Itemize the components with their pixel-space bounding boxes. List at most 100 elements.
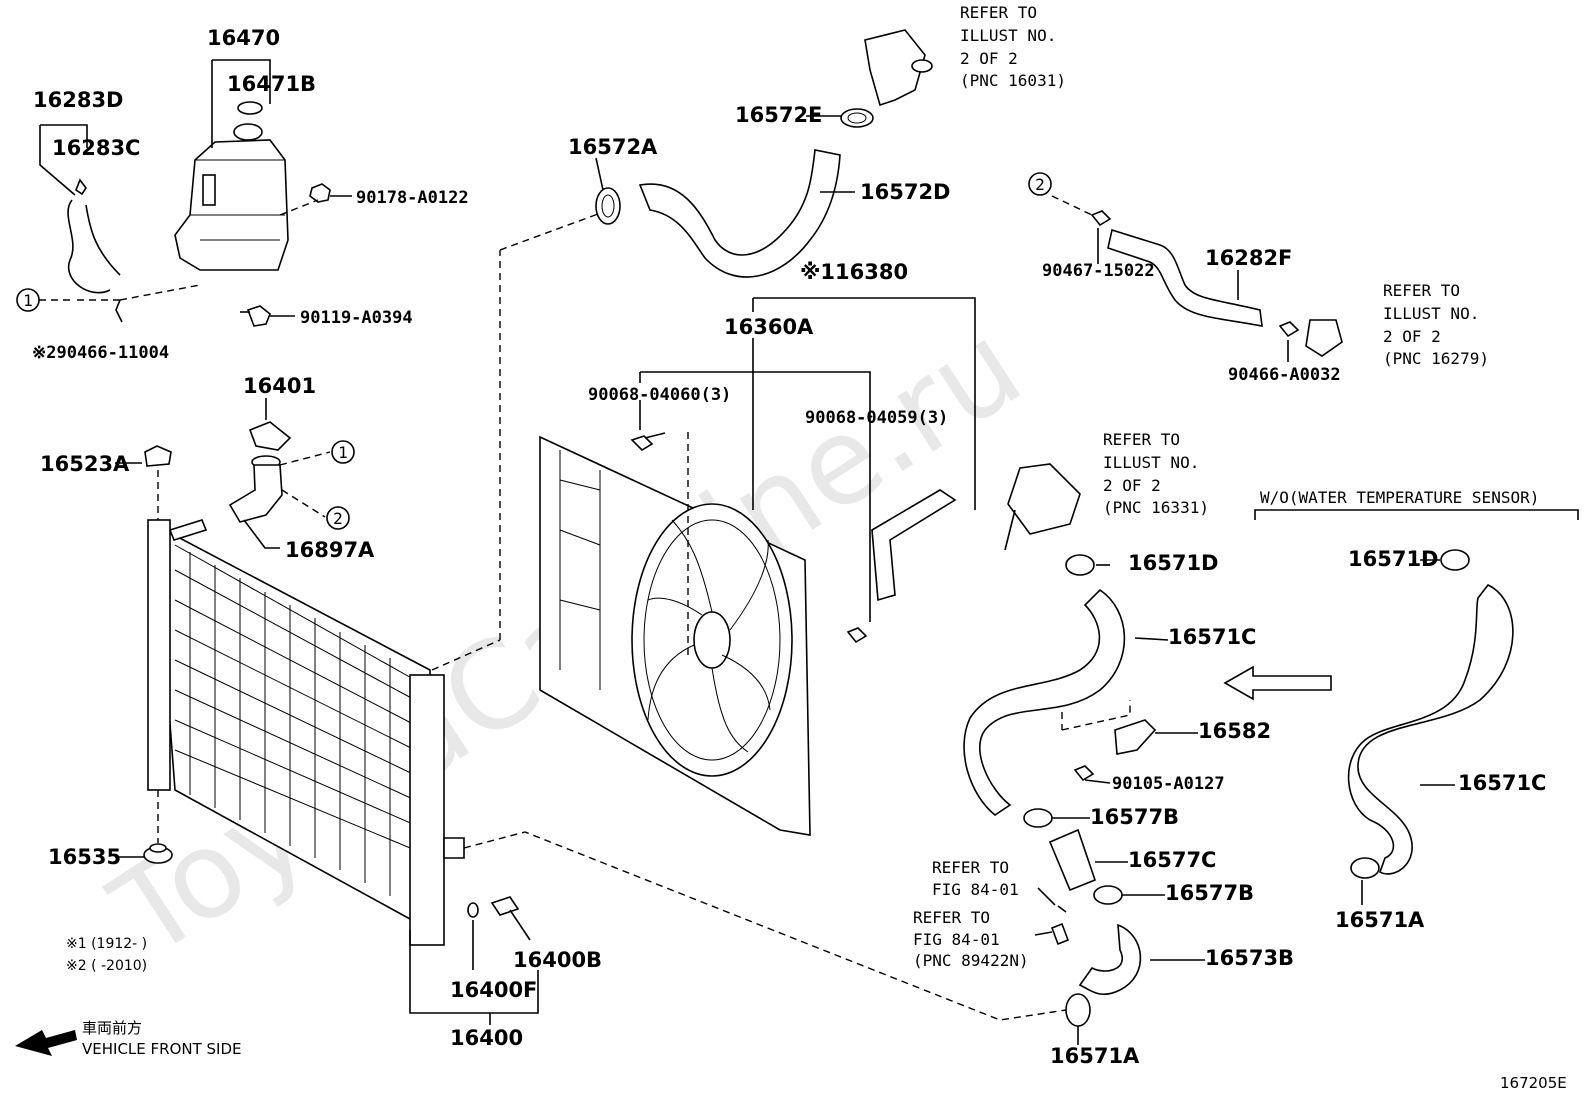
radiator-cap-icon — [248, 421, 292, 451]
clamp-16572a-icon — [595, 187, 621, 225]
svg-text:2: 2 — [1035, 175, 1045, 194]
clamp-16577b-upper-icon — [1023, 808, 1053, 828]
bolt-90105-icon — [1073, 765, 1095, 782]
refer-note-pnc-16279: REFER TO ILLUST NO. 2 OF 2 (PNC 16279) — [1383, 281, 1489, 368]
label-16572d: 16572D — [860, 180, 951, 204]
label-90068-04059: 90068-04059(3) — [805, 408, 948, 428]
label-90466-a0032: 90466-A0032 — [1228, 365, 1341, 385]
bracket-16582-icon — [1114, 719, 1157, 755]
clamp-90467-icon — [1090, 210, 1112, 227]
svg-text:REFER TO: REFER TO — [913, 908, 990, 927]
clamp-90466-icon — [1278, 321, 1300, 338]
mount-cushion-upper-icon — [144, 445, 172, 467]
svg-text:FIG 84-01: FIG 84-01 — [932, 880, 1019, 899]
arrow-left-icon — [1223, 665, 1332, 701]
diagram-id: 167205E — [1500, 1074, 1567, 1092]
label-16577b-upper: 16577B — [1090, 805, 1179, 829]
fan-bolt-right-icon — [846, 627, 868, 644]
label-16571a: 16571A — [1050, 1044, 1140, 1068]
svg-text:2 OF 2: 2 OF 2 — [1103, 476, 1161, 495]
callout-circle-2-right: 2 — [1028, 172, 1052, 196]
svg-text:ILLUST NO.: ILLUST NO. — [960, 26, 1056, 45]
label-16571d: 16571D — [1128, 551, 1219, 575]
reservoir-hose-icon — [67, 178, 121, 294]
label-90119-a0394: 90119-A0394 — [300, 308, 413, 328]
water-outlet-icon — [864, 29, 933, 107]
vehicle-front-jp: 車両前方 — [82, 1019, 142, 1037]
svg-text:FIG 84-01: FIG 84-01 — [913, 930, 1000, 949]
svg-text:ILLUST NO.: ILLUST NO. — [1103, 453, 1199, 472]
hose-16573b-icon — [1078, 923, 1142, 995]
radiator-icon — [147, 519, 465, 946]
label-16572a: 16572A — [568, 135, 658, 159]
label-16283c: 16283C — [52, 136, 140, 160]
svg-text:2 OF 2: 2 OF 2 — [1383, 327, 1441, 346]
label-90105-a0127: 90105-A0127 — [1112, 774, 1225, 794]
label-16283d: 16283D — [33, 88, 124, 112]
label-90068-04060: 90068-04060(3) — [588, 385, 731, 405]
svg-text:1: 1 — [338, 443, 348, 462]
vehicle-front-en: VEHICLE FRONT SIDE — [82, 1040, 242, 1058]
label-16360a: 16360A — [724, 315, 814, 339]
svg-text:REFER TO: REFER TO — [1103, 430, 1180, 449]
clamp-16571a-variant-icon — [1350, 857, 1380, 879]
nut-icon — [309, 183, 331, 203]
refer-note-fig-84-01: REFER TO FIG 84-01 — [932, 858, 1019, 899]
drain-plug-icon — [467, 896, 520, 918]
hose-fitting-icon — [1305, 319, 1343, 357]
clip-fig84-icon — [1057, 905, 1067, 913]
clamp-16571d-icon — [1065, 554, 1095, 576]
label-16577c: 16577C — [1128, 848, 1216, 872]
label-16400f: 16400F — [450, 978, 537, 1002]
label-16577b-lower: 16577B — [1165, 881, 1254, 905]
svg-text:REFER TO: REFER TO — [1383, 281, 1460, 300]
sensor-89422n-icon — [1050, 922, 1070, 946]
clamp-16572e-icon — [840, 108, 874, 128]
footnote-2: ※2 ( -2010) — [66, 958, 147, 974]
clamp-16571a-icon — [1065, 993, 1091, 1027]
svg-text:(PNC 16031): (PNC 16031) — [960, 71, 1066, 90]
label-16897a: 16897A — [285, 538, 375, 562]
vehicle-front-arrow-icon — [15, 1030, 77, 1056]
water-inlet-icon — [1004, 463, 1081, 551]
footnote-1: ※1 (1912- ) — [66, 936, 147, 952]
fan-bolt-upper-icon — [630, 432, 666, 452]
bypass-hose-icon — [1107, 228, 1263, 327]
fan-seal-icon — [871, 489, 957, 602]
label-16523a: 16523A — [40, 452, 130, 476]
svg-text:REFER TO: REFER TO — [960, 3, 1037, 22]
without-sensor-heading: W/O(WATER TEMPERATURE SENSOR) — [1260, 488, 1539, 507]
fan-shroud-icon — [539, 435, 811, 836]
callout-circle-2-radiator: 2 — [326, 506, 350, 530]
mount-cushion-lower-icon — [143, 843, 173, 864]
label-90467-15022: 90467-15022 — [1042, 261, 1155, 281]
label-16401: 16401 — [243, 374, 316, 398]
label-16572e: 16572E — [735, 103, 822, 127]
refer-note-pnc-16331: REFER TO ILLUST NO. 2 OF 2 (PNC 16331) — [1103, 430, 1209, 517]
label-16571a-variant: 16571A — [1335, 908, 1425, 932]
callout-circle-1-radiator: 1 — [331, 440, 355, 464]
label-16400: 16400 — [450, 1026, 523, 1050]
svg-text:REFER TO: REFER TO — [932, 858, 1009, 877]
label-16571c: 16571C — [1168, 625, 1256, 649]
bolt-icon — [240, 305, 271, 327]
lower-hose-variant-icon — [1347, 584, 1514, 875]
svg-text:ILLUST NO.: ILLUST NO. — [1383, 304, 1479, 323]
reservoir-tank-icon — [174, 101, 289, 271]
svg-text:(PNC 16279): (PNC 16279) — [1383, 349, 1489, 368]
svg-text:1: 1 — [23, 291, 33, 310]
label-16535: 16535 — [48, 845, 121, 869]
clamp-16577b-lower-icon — [1093, 885, 1123, 905]
label-16471b: 16471B — [227, 72, 316, 96]
label-16582: 16582 — [1198, 719, 1271, 743]
label-90466-11004: ※290466-11004 — [32, 343, 169, 363]
label-90178-a0122: 90178-A0122 — [356, 188, 469, 208]
svg-text:(PNC 16331): (PNC 16331) — [1103, 498, 1209, 517]
label-16571d-variant: 16571D — [1348, 547, 1439, 571]
svg-text:2: 2 — [333, 509, 343, 528]
callout-circle-1-left: 1 — [16, 288, 40, 312]
label-16400b: 16400B — [513, 948, 602, 972]
refer-note-pnc-89422n: REFER TO FIG 84-01 (PNC 89422N) — [913, 908, 1029, 970]
svg-text:(PNC 89422N): (PNC 89422N) — [913, 951, 1029, 970]
